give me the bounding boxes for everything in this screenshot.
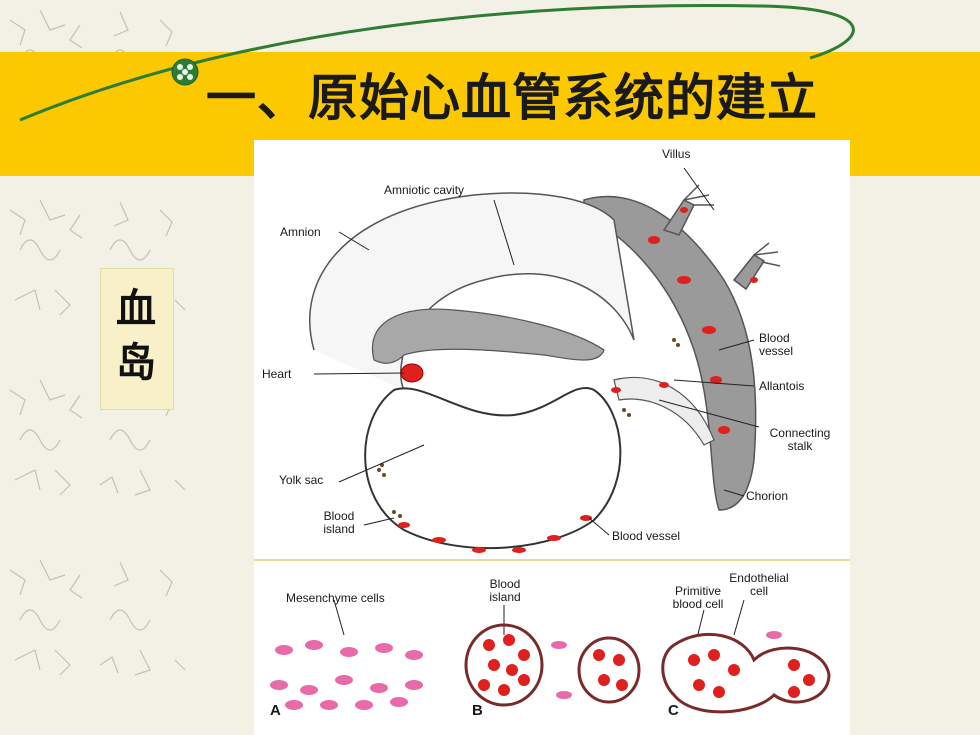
yolk-sac bbox=[364, 387, 622, 550]
label-primitive-blood-cell-1: Primitive bbox=[674, 584, 721, 598]
label-blood-vessel-right-2: vessel bbox=[759, 344, 794, 358]
slide-title: 一、原始心血管系统的建立 bbox=[206, 68, 818, 127]
label-amniotic-cavity: Amniotic cavity bbox=[384, 183, 465, 197]
label-blood-island: Blood island bbox=[314, 510, 364, 536]
title-swoosh bbox=[19, 4, 855, 122]
chorion bbox=[583, 195, 757, 511]
panel-label-c: C bbox=[668, 702, 679, 719]
panel-label-b: B bbox=[472, 702, 483, 719]
heart bbox=[400, 363, 424, 383]
leader-lines bbox=[313, 167, 760, 651]
label-connecting-stalk-2: stalk bbox=[787, 439, 813, 453]
blood-island-dots bbox=[377, 338, 680, 518]
yolk-sac-vessels bbox=[398, 207, 758, 553]
embryo-diagram: Villus Amniotic cavity Amnion Heart Bloo… bbox=[254, 140, 850, 735]
side-label-box bbox=[100, 268, 174, 410]
label-blood-vessel-right: Blood vessel bbox=[759, 332, 793, 358]
label-yolk-sac: Yolk sac bbox=[279, 473, 324, 487]
label-endothelial-cell-1: Endothelial bbox=[729, 571, 789, 585]
label-allantois: Allantois bbox=[759, 379, 805, 393]
label-blood-island-2: island bbox=[323, 522, 355, 536]
label-blood-island-b-1: Blood bbox=[489, 577, 521, 591]
label-mesenchyme-cells: Mesenchyme cells bbox=[286, 591, 385, 605]
label-blood-vessel-bottom: Blood vessel bbox=[612, 529, 681, 543]
label-blood-vessel-right-1: Blood bbox=[759, 331, 790, 345]
embryo-diagram-art bbox=[254, 167, 850, 714]
label-endothelial-cell: Endothelial cell bbox=[724, 572, 794, 598]
side-label-line1: 血 bbox=[116, 285, 156, 332]
label-primitive-blood-cell-2: blood cell bbox=[672, 597, 724, 611]
bullet-icon bbox=[171, 58, 199, 86]
connecting-stalk bbox=[613, 376, 715, 446]
label-primitive-blood-cell: Primitive blood cell bbox=[666, 585, 730, 611]
side-label: 血 岛 bbox=[112, 282, 160, 390]
label-amnion: Amnion bbox=[280, 225, 321, 239]
panel-c-vessel bbox=[661, 631, 831, 714]
panel-b-blood-island bbox=[464, 623, 641, 707]
label-connecting-stalk-1: Connecting bbox=[769, 426, 831, 440]
panel-a-mesenchyme bbox=[270, 640, 423, 710]
panel-label-a: A bbox=[270, 702, 281, 719]
label-heart: Heart bbox=[262, 367, 292, 381]
label-blood-island-1: Blood bbox=[323, 509, 355, 523]
label-chorion: Chorion bbox=[746, 489, 789, 503]
side-label-line2: 岛 bbox=[116, 339, 156, 386]
label-villus: Villus bbox=[662, 147, 691, 161]
embryonic-disc bbox=[371, 308, 605, 364]
label-blood-island-b: Blood island bbox=[480, 578, 530, 604]
label-endothelial-cell-2: cell bbox=[749, 584, 768, 598]
label-blood-island-b-2: island bbox=[489, 590, 521, 604]
label-connecting-stalk: Connecting stalk bbox=[759, 427, 841, 453]
